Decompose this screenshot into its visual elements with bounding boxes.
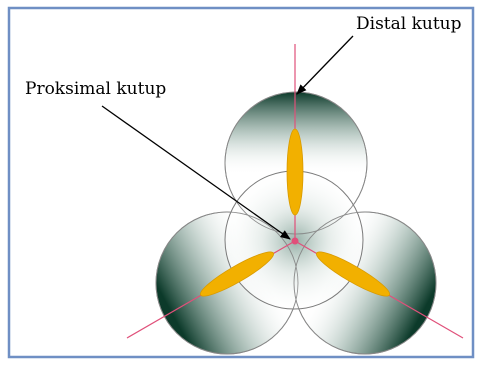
proximal-pole-dot: [291, 237, 299, 245]
distal-arrow: [296, 35, 354, 95]
distal-label: Distal kutup: [356, 14, 462, 34]
apertures: [200, 128, 390, 297]
aperture-left: [200, 251, 274, 297]
proximal-arrow: [101, 105, 291, 240]
proximal-label: Proksimal kutup: [25, 79, 166, 99]
aperture-top: [286, 128, 304, 216]
aperture-right: [316, 251, 390, 297]
